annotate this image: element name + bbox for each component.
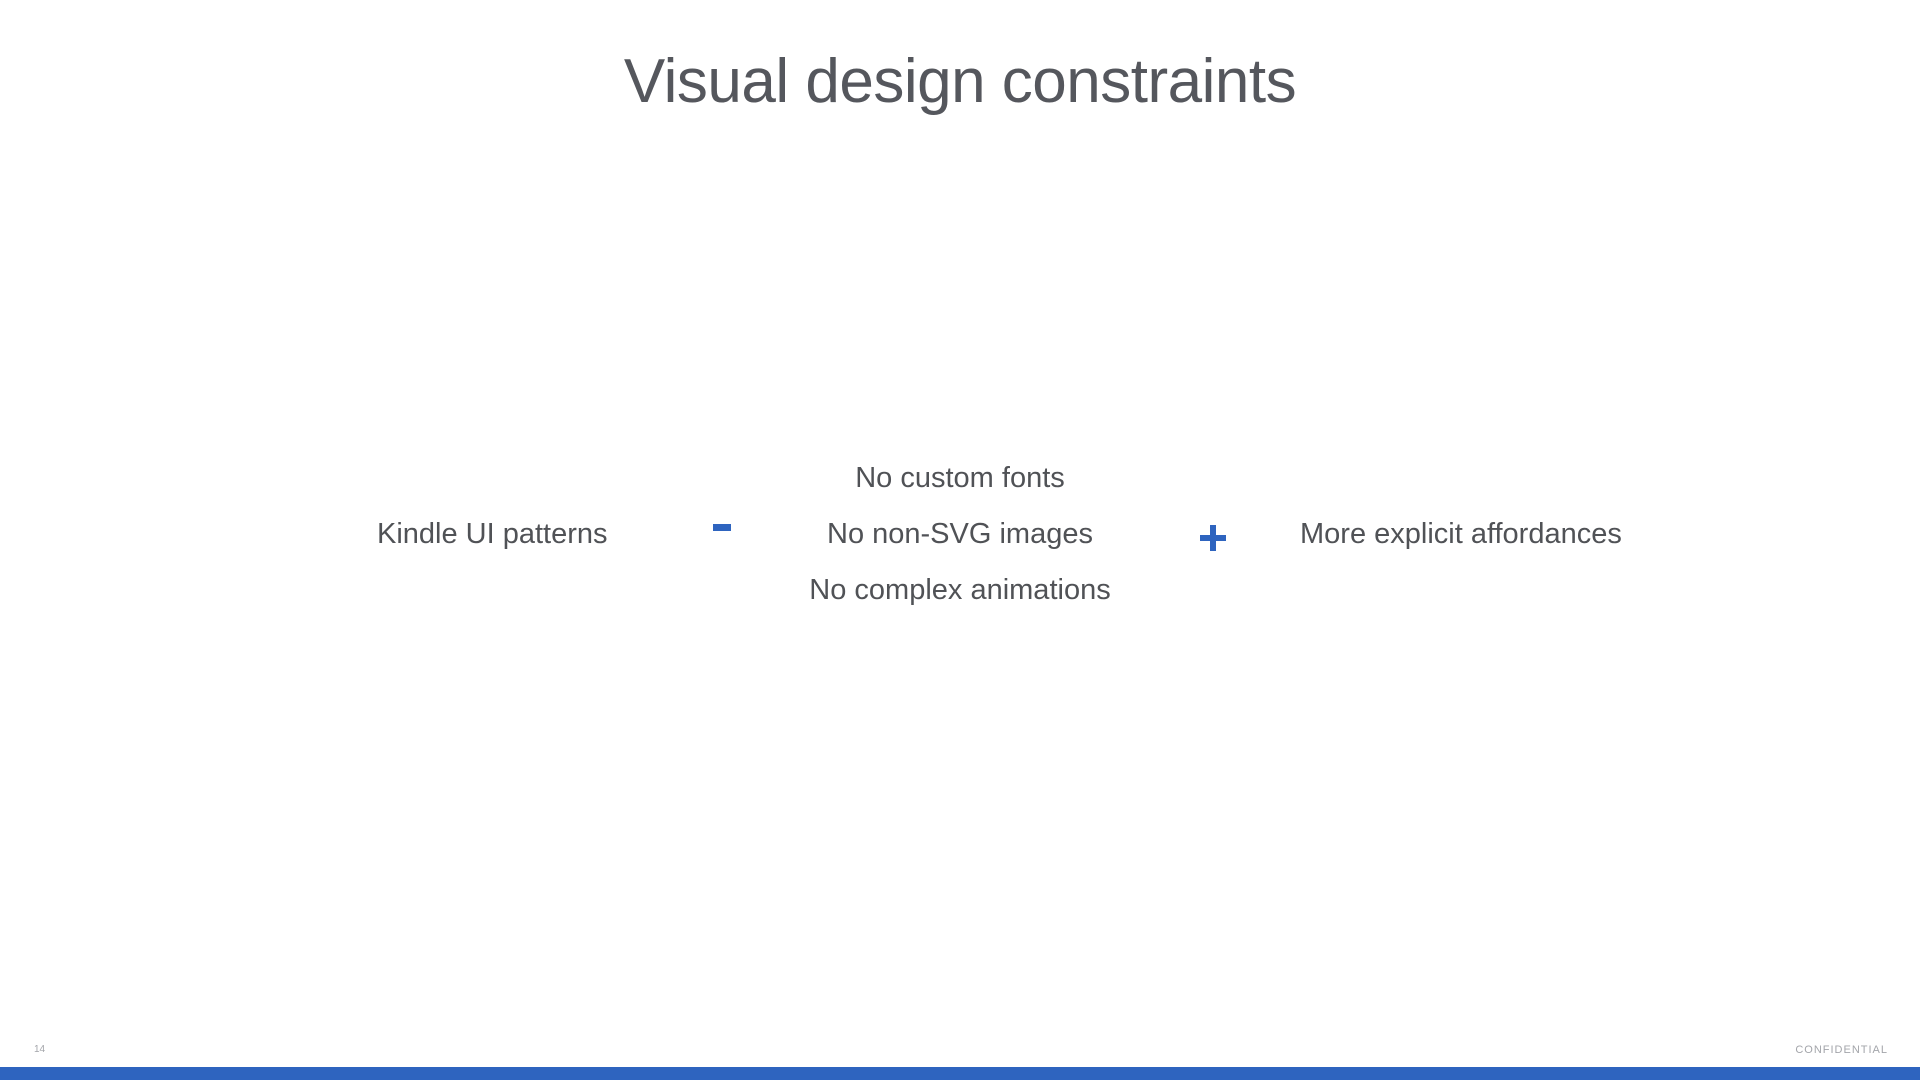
confidential-label: CONFIDENTIAL bbox=[1795, 1044, 1888, 1056]
right-term: More explicit affordances bbox=[1300, 518, 1622, 550]
left-term: Kindle UI patterns bbox=[377, 518, 608, 550]
subtracted-item: No custom fonts bbox=[855, 462, 1065, 494]
minus-icon bbox=[713, 524, 731, 531]
subtracted-item: No complex animations bbox=[809, 574, 1111, 606]
slide-title: Visual design constraints bbox=[623, 47, 1297, 116]
plus-icon bbox=[1200, 525, 1226, 551]
footer-bar bbox=[0, 1067, 1920, 1080]
subtracted-item: No non-SVG images bbox=[827, 518, 1093, 550]
page-number: 14 bbox=[34, 1044, 46, 1055]
